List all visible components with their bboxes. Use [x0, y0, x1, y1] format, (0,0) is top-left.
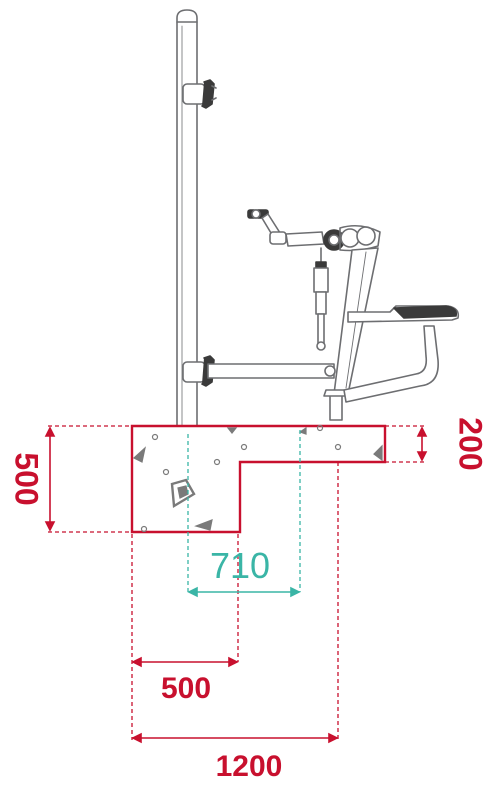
- lower-bar-icon: [182, 355, 336, 387]
- dim-foundation-depth-arrow: [44, 426, 56, 532]
- seat-frame-icon: [323, 247, 439, 421]
- dim-step-width-arrow: [131, 656, 239, 668]
- dim-step-width-label: 500: [161, 672, 211, 705]
- dim-inner-width-label: 710: [210, 545, 270, 586]
- dim-total-width-label: 1200: [216, 750, 283, 783]
- dim-inner-width-arrow: [187, 586, 301, 598]
- foundation-outline: [130, 424, 387, 534]
- foundation-slab: [130, 424, 387, 534]
- top-handle-grip-icon: [182, 79, 217, 109]
- upright-post-icon: [176, 9, 198, 433]
- dim-step-height-arrow: [416, 426, 428, 462]
- dim-total-width-arrow: [131, 732, 339, 744]
- dim-foundation-depth-label: 500: [9, 452, 45, 505]
- dim-step-height-label: 200: [453, 417, 489, 470]
- seat-pad-icon: [347, 305, 460, 323]
- equipment-drawing: [176, 9, 460, 433]
- concrete-texture: [132, 424, 383, 533]
- cylinder-icon: [313, 247, 329, 351]
- dimension-lines: [44, 425, 428, 744]
- arm-pivot-icon: [247, 209, 381, 252]
